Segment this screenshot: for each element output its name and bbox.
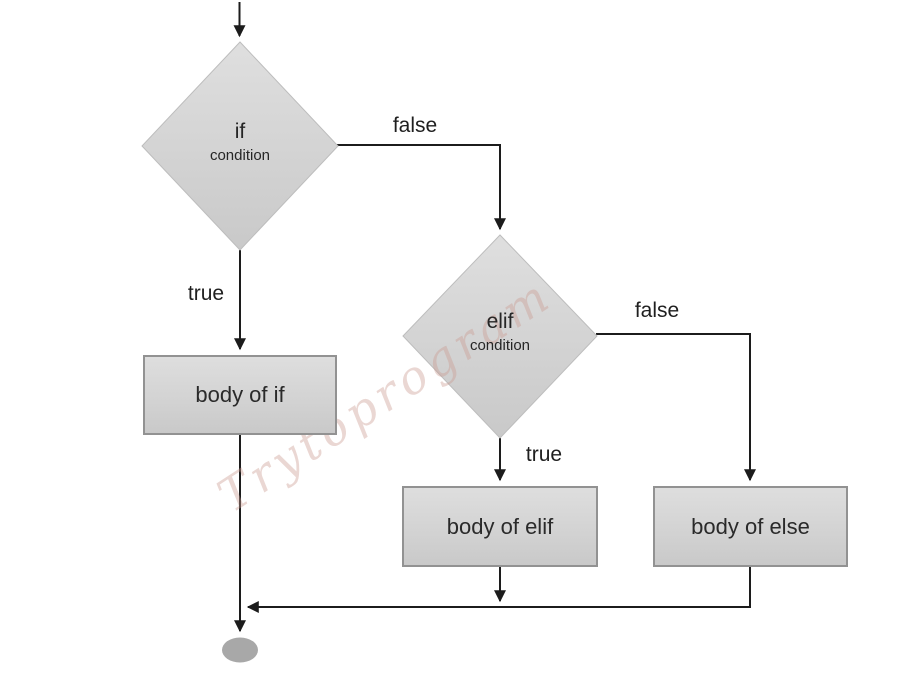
node-body-of-if: body of if bbox=[143, 355, 337, 435]
node-body-of-elif: body of elif bbox=[402, 486, 598, 567]
if-keyword: if bbox=[234, 120, 246, 143]
diamond-if-condition bbox=[141, 41, 339, 251]
edge-label-elif-false: false bbox=[634, 299, 680, 322]
elif-subtext: condition bbox=[469, 337, 531, 355]
connector-bodyelse-merge bbox=[246, 567, 751, 613]
body-of-elif-label: body of elif bbox=[446, 513, 554, 539]
node-body-of-else: body of else bbox=[653, 486, 848, 567]
connector-if-false bbox=[337, 144, 506, 231]
edge-label-if-true: true bbox=[187, 282, 225, 305]
edge-label-elif-true: true bbox=[525, 443, 563, 466]
if-condition-label: if condition bbox=[142, 120, 338, 164]
if-subtext: condition bbox=[209, 147, 271, 165]
edge-label-if-false: false bbox=[392, 114, 438, 137]
elif-keyword: elif bbox=[486, 310, 514, 333]
diamond-elif-condition bbox=[402, 234, 598, 439]
body-of-else-label: body of else bbox=[691, 513, 810, 539]
terminal-end-node bbox=[222, 637, 258, 663]
elif-condition-label: elif condition bbox=[403, 310, 597, 354]
connector-elif-false bbox=[596, 333, 756, 482]
body-of-if-label: body of if bbox=[195, 382, 285, 407]
